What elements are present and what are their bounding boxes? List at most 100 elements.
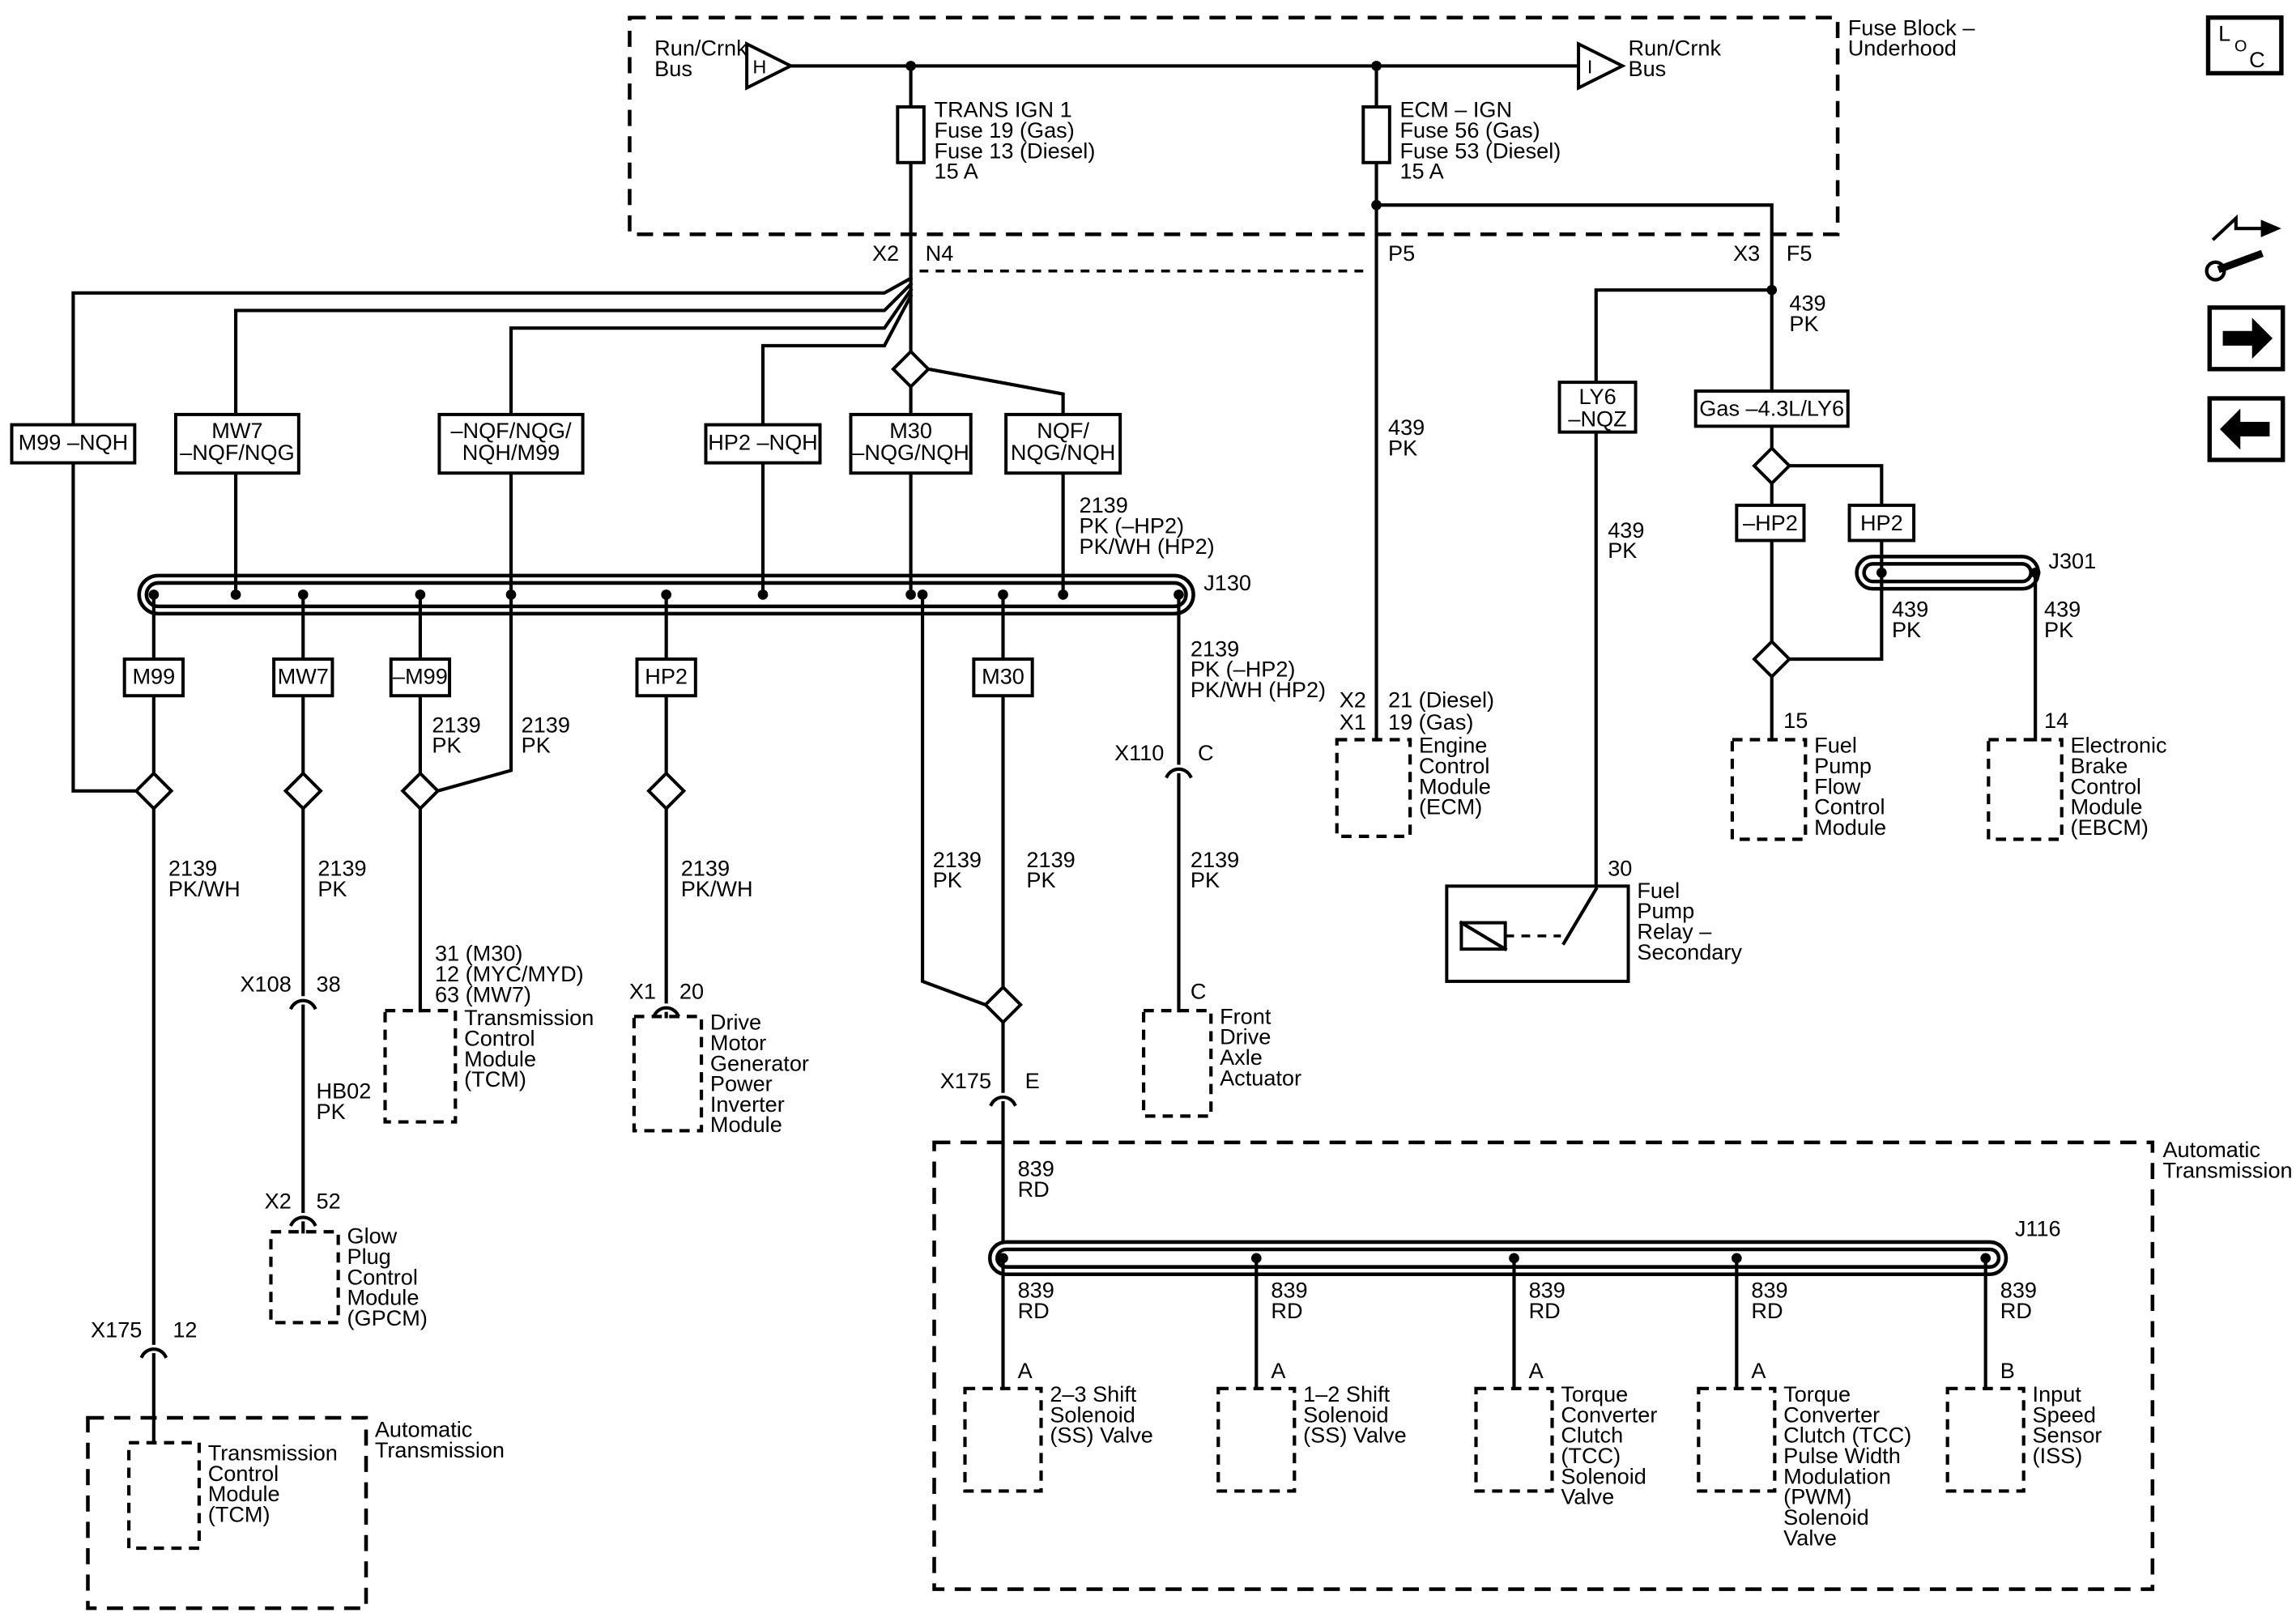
next-page-button[interactable] <box>2207 305 2285 372</box>
wire-label: 839 <box>1018 1278 1054 1303</box>
automatic-transmission-outline <box>932 1140 2155 1591</box>
splice-diamond <box>134 771 174 811</box>
connector-label: X110 <box>1114 740 1164 765</box>
module-label: Axle <box>1220 1045 1263 1070</box>
wire-label: 439 <box>1608 517 1644 543</box>
ignition-fanout-wires <box>71 269 1065 427</box>
module-label: Torque <box>1561 1381 1628 1406</box>
callout-mw7 <box>173 412 300 475</box>
module-label: Pump <box>1637 898 1694 923</box>
wire-label: PK <box>1191 867 1220 892</box>
harness-to-j130-wires <box>71 461 1065 794</box>
region-title: Transmission <box>2162 1157 2292 1182</box>
module-label: Fuel <box>1637 878 1680 903</box>
wire-label: 2139 <box>1080 492 1128 517</box>
bus-label: Run/Crnk <box>1629 36 1722 61</box>
module-label: Control <box>347 1264 418 1289</box>
wire-label: PK <box>432 733 461 758</box>
splice-diamond <box>1752 639 1792 679</box>
module-label: Engine <box>1419 733 1487 758</box>
fuse-label: 15 A <box>935 159 979 184</box>
wrench-head-icon <box>2204 260 2226 282</box>
wire-label: PK <box>1892 617 1921 642</box>
module-label: Pulse Width <box>1783 1443 1901 1468</box>
box-label: –NQG/NQH <box>852 440 969 465</box>
wire-label: PK/WH (HP2) <box>1080 534 1215 559</box>
region-title: Underhood <box>1848 36 1957 61</box>
module-label: Power <box>710 1071 773 1096</box>
module-label: Modulation <box>1783 1463 1891 1488</box>
loc-box[interactable] <box>2205 15 2284 76</box>
pin-label: 30 <box>1608 856 1632 881</box>
region-title: Transmission <box>375 1437 505 1462</box>
module-label: Solenoid <box>1303 1402 1388 1427</box>
previous-page-button[interactable] <box>2207 396 2285 462</box>
module-label: Pump <box>1814 753 1872 778</box>
callout-hp2-right <box>1847 504 1916 543</box>
hp2-column-labels: 2139 PK/WH X1 20 Drive Motor Generator P… <box>629 856 809 1138</box>
module-label: Module <box>2071 794 2143 819</box>
wire-label: 439 <box>2044 597 2081 622</box>
terminal-label: A <box>1529 1358 1544 1383</box>
callout-nqf <box>1004 412 1122 475</box>
module-label: Secondary <box>1637 939 1742 964</box>
module-label: Plug <box>347 1244 391 1269</box>
connector-label: X108 <box>240 972 291 997</box>
module-label: Clutch <box>1561 1423 1623 1448</box>
box-label: Gas –4.3L/LY6 <box>1699 396 1844 421</box>
box-label: –NQF/NQG <box>180 440 295 465</box>
module-label: Valve <box>1783 1525 1837 1550</box>
wire-label: 2139 <box>522 712 570 737</box>
region-title: Automatic <box>375 1417 473 1442</box>
terminal-label: C <box>1191 979 1207 1004</box>
wire-label: 2139 <box>317 856 366 881</box>
junction-dots <box>148 61 2041 1264</box>
terminal-label: I <box>1587 56 1593 77</box>
fuse-block-outline <box>628 15 1840 236</box>
splice-label: J301 <box>2048 548 2096 573</box>
bus-label: Bus <box>654 56 692 81</box>
box-label: M99 <box>132 664 175 689</box>
terminal-label: B <box>2000 1358 2015 1383</box>
sol5-box <box>1945 1386 2026 1493</box>
connector-label: X1 <box>1340 709 1366 734</box>
module-label: Transmission <box>464 1005 594 1030</box>
loc-button[interactable]: L O C <box>2205 15 2284 76</box>
box-label: M30 <box>889 418 932 443</box>
pin-label: E <box>1025 1068 1040 1093</box>
terminal-label: A <box>1751 1358 1766 1383</box>
splice-diamond <box>891 349 931 389</box>
region-title: Fuse Block – <box>1848 15 1976 40</box>
wire-label: RD <box>1271 1298 1302 1323</box>
callout-m30-mid <box>972 657 1034 698</box>
j116-bus-inner <box>995 1247 2001 1269</box>
module-label: Electronic <box>2071 733 2167 758</box>
pin-label: 12 (MYC/MYD) <box>435 961 584 986</box>
module-label: Converter <box>1783 1402 1880 1427</box>
wire-label: RD <box>1018 1177 1050 1202</box>
splice-diamond <box>283 771 323 811</box>
transmission-labels: Automatic Transmission J116 839 RD A 2–3… <box>1018 1137 2293 1550</box>
nav-icons: L O C <box>2204 15 2285 462</box>
pin-label: 19 (Gas) <box>1388 709 1473 734</box>
m99-column-labels: 2139 PK/WH X175 12 Transmission Control … <box>91 856 505 1527</box>
splice-diamond <box>646 771 687 811</box>
module-label: Drive <box>1220 1024 1271 1049</box>
wire-label: HB02 <box>317 1079 372 1104</box>
dr ive-motor-module-box <box>632 1015 704 1133</box>
sol3-box <box>1474 1386 1554 1493</box>
module-label: Drive <box>710 1010 761 1035</box>
gpcm-box <box>269 1230 340 1325</box>
arrow-left-icon <box>2219 408 2270 450</box>
wire-label: PK <box>1608 538 1637 563</box>
j130-exit-wires <box>151 593 1181 1445</box>
pin-label: 14 <box>2044 708 2068 733</box>
wire-label: PK <box>933 867 962 892</box>
harness-callouts-mid <box>122 381 1916 698</box>
service-shortcut-icon[interactable] <box>2204 214 2281 282</box>
wire-label: 439 <box>1388 415 1425 440</box>
module-label: Module <box>464 1046 536 1071</box>
j116-exit-wires <box>1001 1256 1987 1390</box>
